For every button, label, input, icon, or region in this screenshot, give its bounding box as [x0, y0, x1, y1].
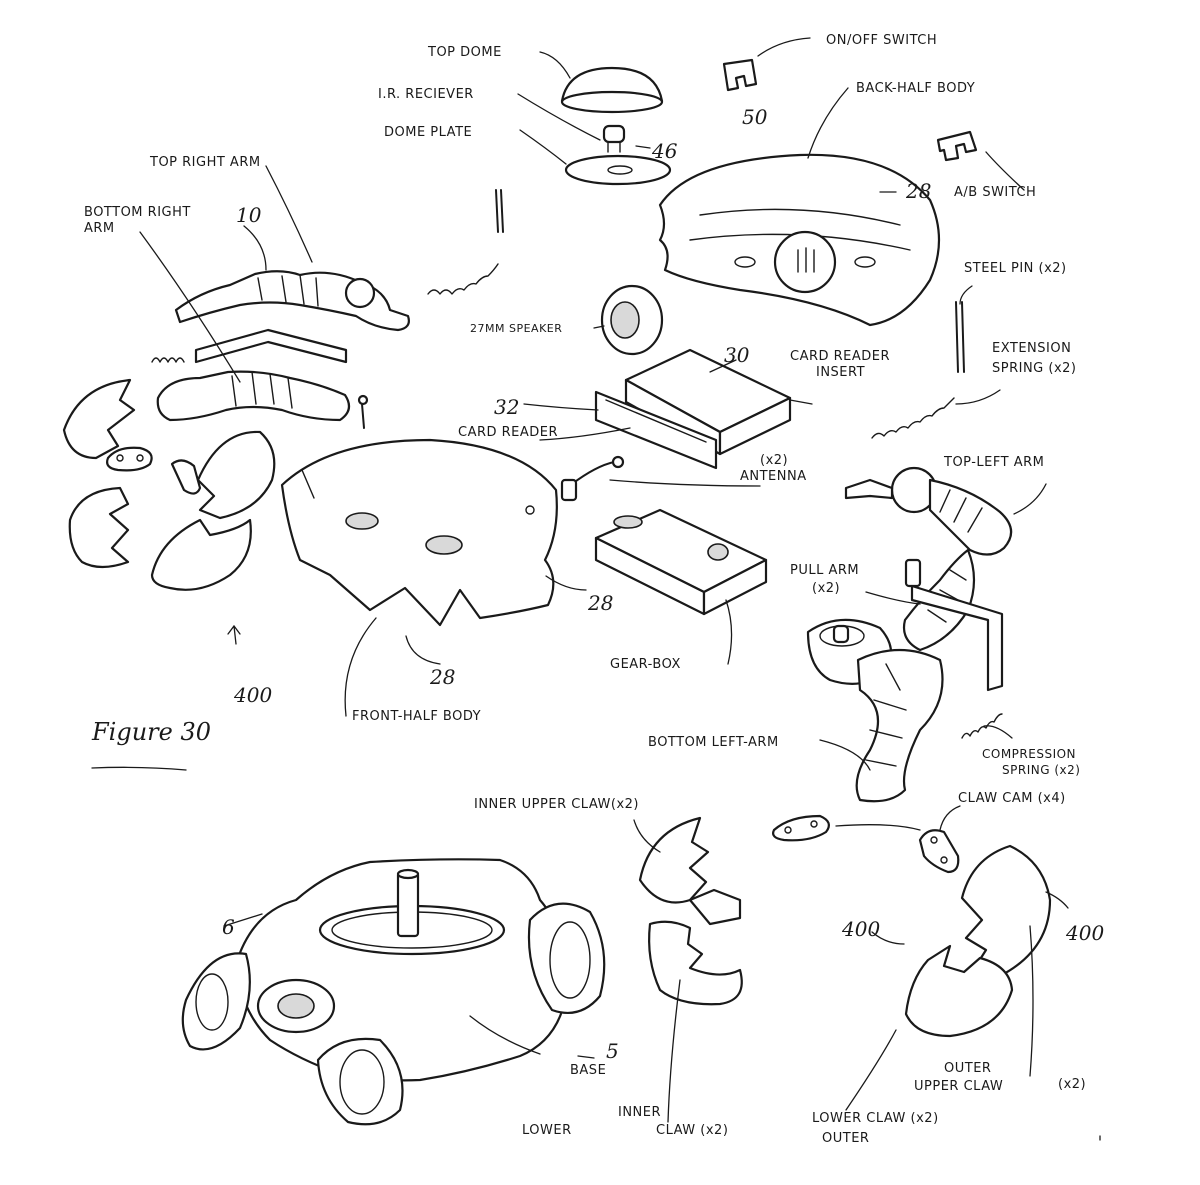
top-dome	[560, 66, 664, 114]
right-arm-link	[194, 328, 348, 364]
label-lower-inner-2: INNER	[618, 1105, 661, 1120]
label-card-reader-insert-1: CARD READER	[790, 349, 890, 364]
antenna	[560, 455, 625, 502]
left-lower-outer-claw	[150, 518, 252, 591]
small-pin-left	[357, 394, 369, 429]
label-bottom-left-arm: BOTTOM LEFT-ARM	[648, 735, 779, 750]
label-inner-upper-claw: INNER UPPER CLAW(x2)	[474, 797, 639, 812]
label-pull-arm-2: (x2)	[812, 581, 840, 596]
label-pull-arm-1: PULL ARM	[790, 563, 859, 578]
outer-upper-claw	[960, 844, 1052, 978]
numeral-28-back: 28	[905, 179, 931, 203]
claw-cam-a	[772, 814, 830, 842]
label-gear-box: GEAR-BOX	[610, 657, 681, 672]
gear-box	[594, 508, 768, 616]
extension-spring-right	[871, 397, 955, 439]
label-compression-spring-1: COMPRESSION	[982, 747, 1076, 761]
bottom-left-arm	[855, 648, 944, 803]
front-half-body	[280, 438, 558, 627]
card-reader	[594, 390, 718, 470]
label-outer-upper-claw-3: (x2)	[1058, 1077, 1086, 1092]
numeral-400-claw-a: 400	[841, 917, 880, 941]
base-wheel-right	[527, 902, 606, 1014]
inner-upper-claw	[638, 816, 742, 926]
numeral-30: 30	[724, 343, 750, 367]
steel-pin-center	[495, 189, 504, 233]
back-half-body	[658, 153, 941, 327]
label-front-half-body: FRONT-HALF BODY	[352, 709, 481, 724]
label-top-dome: TOP DOME	[427, 45, 502, 60]
claw-cam-b	[918, 829, 960, 874]
pull-arm	[904, 558, 1004, 692]
speaker	[600, 284, 664, 356]
label-card-reader-insert-2: INSERT	[816, 365, 865, 380]
label-top-right-arm: TOP RIGHT ARM	[149, 155, 261, 170]
bottom-right-arm	[156, 370, 351, 422]
label-antenna-2: ANTENNA	[740, 469, 807, 484]
label-ir-receiver: I.R. RECIEVER	[378, 87, 474, 102]
label-on-off-switch: ON/OFF SWITCH	[826, 33, 937, 48]
base-wheel-left	[181, 952, 251, 1051]
dome-plate	[564, 154, 672, 186]
label-base: BASE	[570, 1063, 606, 1078]
ab-switch	[936, 130, 978, 162]
lower-inner-claw	[648, 920, 743, 1006]
label-top-left-arm: TOP-LEFT ARM	[943, 455, 1044, 470]
numeral-400-claw-b: 400	[1065, 921, 1104, 945]
label-speaker: 27MM SPEAKER	[470, 322, 562, 335]
label-lower-outer-1: LOWER CLAW (x2)	[812, 1111, 939, 1126]
label-dome-plate: DOME PLATE	[384, 125, 472, 140]
label-bottom-right-arm-1: BOTTOM RIGHT	[84, 205, 191, 220]
top-right-arm	[174, 270, 410, 332]
numeral-50: 50	[742, 105, 768, 129]
left-inner-claw	[196, 430, 276, 520]
base	[234, 858, 570, 1082]
numeral-5: 5	[606, 1039, 619, 1063]
steel-pin-right	[955, 301, 965, 373]
label-claw-cam: CLAW CAM (x4)	[958, 791, 1066, 806]
compression-spring-left	[151, 357, 185, 363]
reference-numerals: 46 50 28 10 30 32 28 28 400 6 5 400 400	[222, 105, 1104, 1063]
label-back-half-body: BACK-HALF BODY	[856, 81, 975, 96]
label-outer-upper-claw-2: UPPER CLAW	[914, 1079, 1003, 1094]
left-lower-claw	[68, 486, 130, 569]
lower-outer-claw	[904, 944, 1014, 1038]
numeral-46: 46	[651, 139, 678, 163]
ir-receiver	[602, 124, 626, 153]
top-left-arm	[844, 466, 1013, 556]
numeral-6: 6	[222, 915, 235, 939]
numeral-10: 10	[236, 203, 262, 227]
label-lower-inner-1: LOWER	[522, 1123, 572, 1138]
on-off-switch	[722, 58, 758, 92]
left-claw-cam-b	[170, 459, 202, 495]
numeral-400-left: 400	[233, 683, 272, 707]
leader-lines	[91, 37, 1101, 1141]
left-upper-claw	[62, 378, 136, 460]
numeral-28-front-b: 28	[429, 665, 455, 689]
label-lower-outer-2: OUTER	[822, 1131, 869, 1146]
base-wheel-front	[316, 1037, 404, 1126]
figure-title: Figure 30	[91, 718, 211, 746]
label-extension-spring-2: SPRING (x2)	[992, 361, 1077, 376]
compression-spring-right	[961, 713, 1003, 739]
label-bottom-right-arm-2: ARM	[84, 221, 115, 236]
label-steel-pin: STEEL PIN (x2)	[964, 261, 1067, 276]
label-outer-upper-claw-1: OUTER	[944, 1061, 991, 1076]
label-ab-switch: A/B SWITCH	[954, 185, 1036, 200]
label-antenna-1: (x2)	[760, 453, 788, 468]
labels: TOP DOME I.R. RECIEVER DOME PLATE ON/OFF…	[84, 33, 1086, 1146]
label-extension-spring-1: EXTENSION	[992, 341, 1071, 356]
numeral-32: 32	[494, 395, 519, 419]
label-lower-inner-3: CLAW (x2)	[656, 1123, 728, 1138]
numeral-28-front-a: 28	[587, 591, 613, 615]
label-card-reader: CARD READER	[458, 425, 558, 440]
extension-spring-center	[427, 263, 499, 295]
label-compression-spring-2: SPRING (x2)	[1002, 763, 1080, 777]
left-claw-cam-a	[106, 446, 153, 472]
